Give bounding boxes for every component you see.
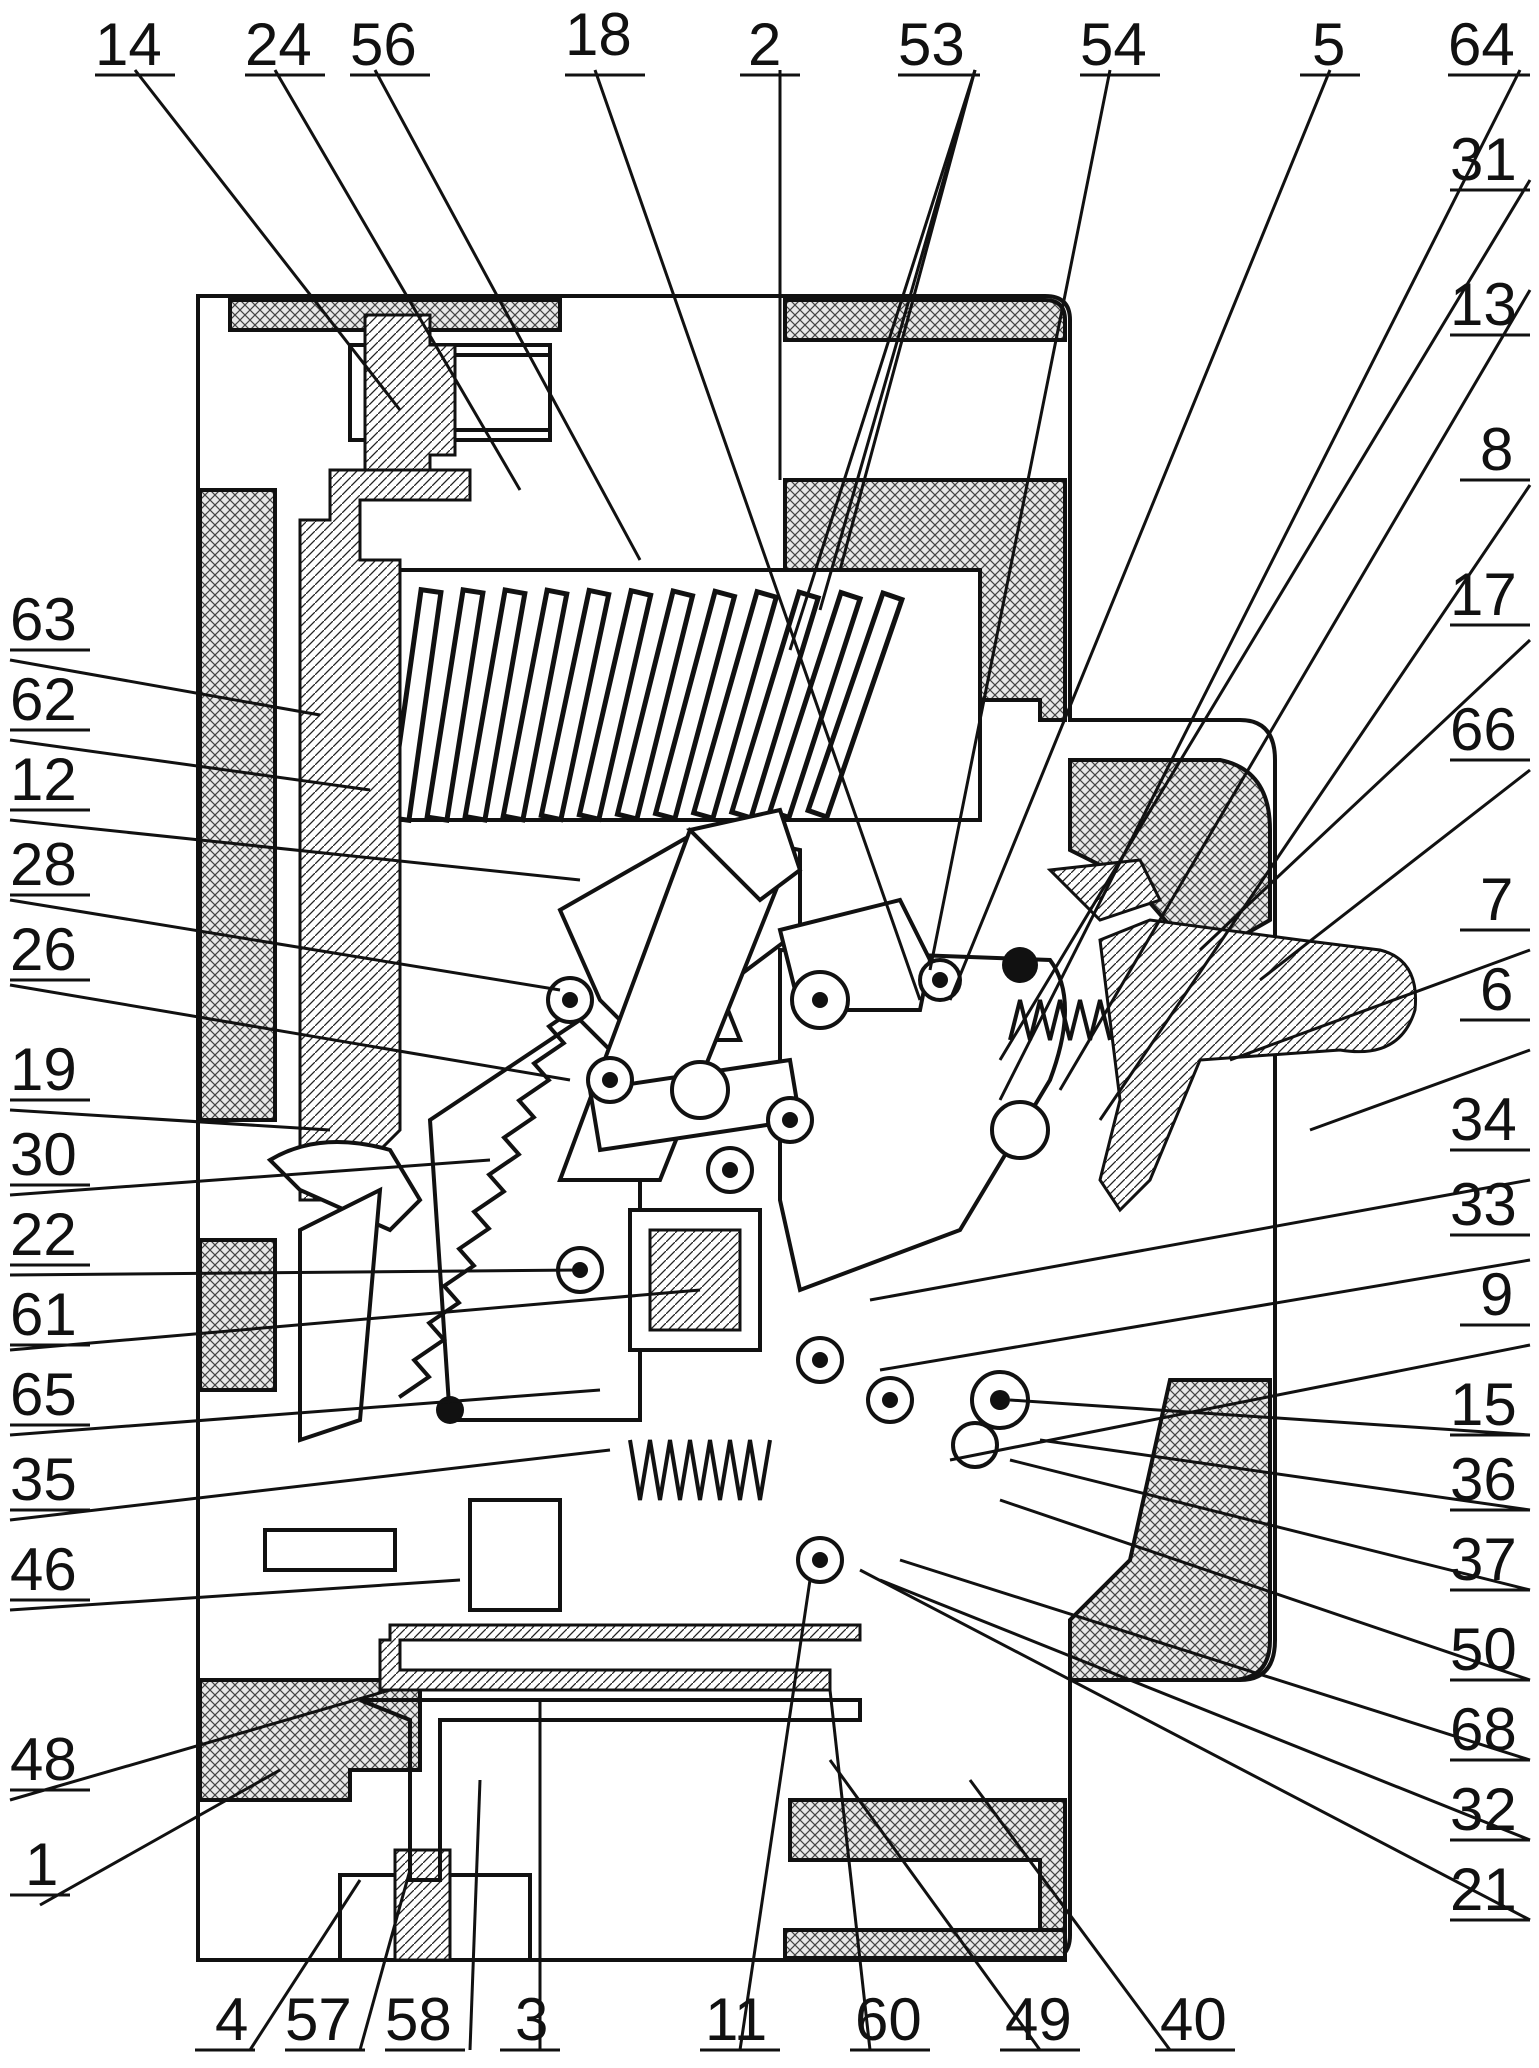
label-15: 15 bbox=[1450, 1371, 1517, 1438]
housing bbox=[198, 296, 1416, 1960]
label-26: 26 bbox=[10, 916, 77, 983]
label-18: 18 bbox=[565, 1, 632, 68]
label-68: 68 bbox=[1450, 1696, 1517, 1763]
label-12: 12 bbox=[10, 746, 77, 813]
label-40: 40 bbox=[1160, 1986, 1227, 2053]
label-8: 8 bbox=[1480, 416, 1513, 483]
label-60: 60 bbox=[855, 1986, 922, 2053]
label-30: 30 bbox=[10, 1121, 77, 1188]
label-54: 54 bbox=[1080, 11, 1147, 78]
label-24: 24 bbox=[245, 11, 312, 78]
label-46: 46 bbox=[10, 1536, 77, 1603]
label-49: 49 bbox=[1005, 1986, 1072, 2053]
label-57: 57 bbox=[285, 1986, 352, 2053]
label-37: 37 bbox=[1450, 1526, 1517, 1593]
label-50: 50 bbox=[1450, 1616, 1517, 1683]
label-31: 31 bbox=[1450, 126, 1517, 193]
label-58: 58 bbox=[385, 1986, 452, 2053]
label-48: 48 bbox=[10, 1726, 77, 1793]
label-6: 6 bbox=[1480, 956, 1513, 1023]
label-64: 64 bbox=[1448, 11, 1515, 78]
label-66: 66 bbox=[1450, 696, 1517, 763]
label-36: 36 bbox=[1450, 1446, 1517, 1513]
label-5: 5 bbox=[1312, 11, 1345, 78]
label-53: 53 bbox=[898, 11, 965, 78]
label-34: 34 bbox=[1450, 1086, 1517, 1153]
label-9: 9 bbox=[1480, 1261, 1513, 1328]
label-13: 13 bbox=[1450, 271, 1517, 338]
label-21: 21 bbox=[1450, 1856, 1517, 1923]
label-56: 56 bbox=[350, 11, 417, 78]
label-32: 32 bbox=[1450, 1776, 1517, 1843]
label-17: 17 bbox=[1450, 561, 1517, 628]
label-65: 65 bbox=[10, 1361, 77, 1428]
label-35: 35 bbox=[10, 1446, 77, 1513]
label-2: 2 bbox=[748, 11, 781, 78]
label-61: 61 bbox=[10, 1281, 77, 1348]
label-19: 19 bbox=[10, 1036, 77, 1103]
label-28: 28 bbox=[10, 831, 77, 898]
label-4: 4 bbox=[215, 1986, 248, 2053]
label-14: 14 bbox=[95, 11, 162, 78]
arc-chute bbox=[370, 570, 980, 820]
label-3: 3 bbox=[515, 1986, 548, 2053]
label-11: 11 bbox=[705, 1986, 767, 2053]
label-1: 1 bbox=[25, 1831, 58, 1898]
label-33: 33 bbox=[1450, 1171, 1517, 1238]
label-63: 63 bbox=[10, 586, 77, 653]
label-62: 62 bbox=[10, 666, 77, 733]
label-7: 7 bbox=[1480, 866, 1513, 933]
label-22: 22 bbox=[10, 1201, 77, 1268]
